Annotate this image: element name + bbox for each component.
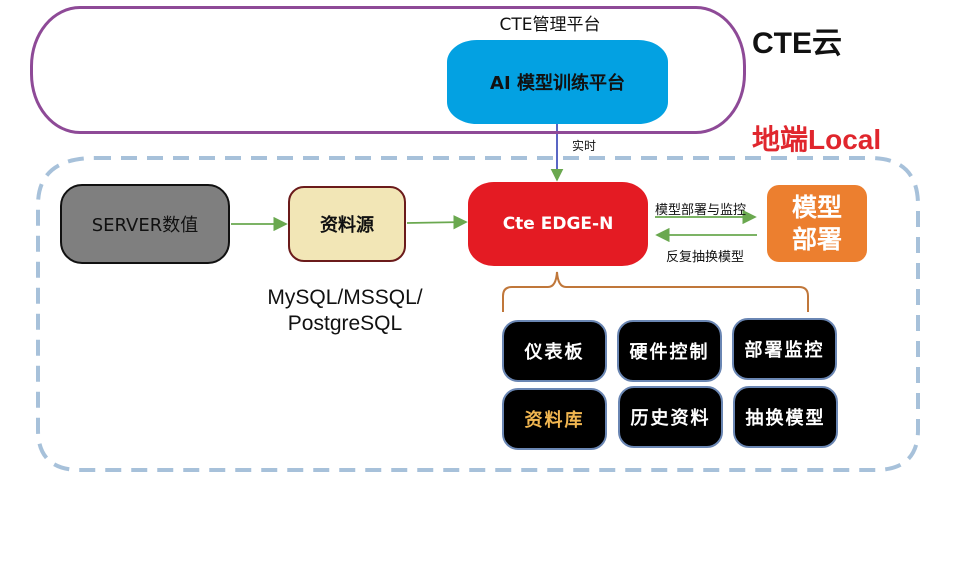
- local-region-label: 地端Local: [752, 124, 882, 155]
- feature-swap-model[interactable]: 抽换模型: [733, 386, 838, 448]
- database-types-note: MySQL/MSSQL/ PostgreSQL: [240, 285, 450, 337]
- database-types-line1: MySQL/MSSQL/: [267, 286, 423, 309]
- data-source-node[interactable]: 资料源: [288, 186, 406, 262]
- data-source-label: 资料源: [320, 215, 374, 236]
- feature-hardware-control-label: 硬件控制: [629, 342, 710, 363]
- realtime-link-label: 实时: [572, 139, 597, 153]
- swap-model-arrow-label: 反复抽换模型: [666, 250, 745, 265]
- cloud-region-label: CTE云: [752, 27, 842, 60]
- ai-training-platform-label: AI 模型训练平台: [490, 73, 625, 94]
- cte-edge-n-node[interactable]: Cte EDGE-N: [468, 182, 648, 266]
- feature-hardware-control[interactable]: 硬件控制: [617, 320, 722, 382]
- feature-database[interactable]: 资料库: [502, 388, 607, 450]
- deploy-monitor-arrow-label: 模型部署与监控: [655, 203, 747, 218]
- feature-swap-model-label: 抽换模型: [745, 408, 826, 429]
- model-deploy-line1: 模型: [791, 192, 842, 222]
- ai-training-platform-node[interactable]: AI 模型训练平台: [447, 40, 668, 124]
- feature-deploy-monitor[interactable]: 部署监控: [732, 318, 837, 380]
- feature-brace: [502, 271, 809, 312]
- model-deploy-line2: 部署: [791, 224, 842, 254]
- server-values-label: SERVER数值: [91, 215, 199, 236]
- feature-dashboard[interactable]: 仪表板: [502, 320, 607, 382]
- feature-dashboard-label: 仪表板: [524, 342, 585, 363]
- cte-edge-n-label: Cte EDGE-N: [502, 214, 614, 234]
- cloud-region-border: [30, 6, 746, 134]
- cte-management-platform-title: CTE管理平台: [499, 15, 601, 35]
- model-deploy-node[interactable]: 模型 部署: [767, 185, 867, 262]
- feature-history-data-label: 历史资料: [630, 408, 711, 429]
- source-to-edge-arrow: [406, 215, 468, 230]
- database-types-line2: PostgreSQL: [287, 312, 403, 335]
- feature-deploy-monitor-label: 部署监控: [744, 340, 825, 361]
- feature-history-data[interactable]: 历史资料: [618, 386, 723, 448]
- server-values-node[interactable]: SERVER数值: [60, 184, 230, 264]
- feature-database-label: 资料库: [524, 410, 585, 431]
